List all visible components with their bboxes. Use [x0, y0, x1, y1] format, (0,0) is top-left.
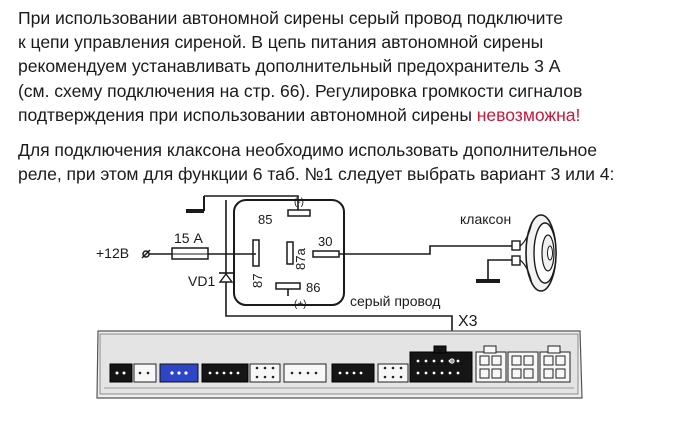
- relay-pin-30-label: 30: [318, 234, 332, 249]
- diode-vd1: [218, 272, 234, 283]
- text-line: подтверждения при использовании автономн…: [18, 103, 688, 127]
- relay-pin-87a: [286, 241, 294, 265]
- instruction-paragraph-siren: При использовании автономной сирены серы…: [18, 6, 688, 127]
- connector-slot: [109, 363, 133, 383]
- connector-x3-label: X3: [458, 313, 478, 330]
- power-label: +12В: [96, 245, 129, 261]
- text-line: Для подключения клаксона необходимо испо…: [18, 140, 598, 160]
- connector-cells: [479, 355, 566, 379]
- polarity-minus-label: (-): [294, 197, 304, 208]
- connector-slot: [133, 363, 157, 383]
- relay-pin-87: [252, 239, 260, 267]
- relay-pin-86-label: 86: [306, 280, 320, 295]
- diode-label: VD1: [188, 273, 215, 289]
- fuse-label: 15 А: [174, 230, 203, 246]
- connector-slot: [283, 363, 327, 383]
- connector-x3: [409, 351, 473, 383]
- text-line: рекомендуем устанавливать дополнительный…: [18, 56, 561, 77]
- horn-icon: [519, 214, 557, 292]
- relay-housing: [233, 199, 345, 306]
- wire-30-horn: [339, 245, 512, 255]
- polarity-plus-label: (+): [294, 299, 307, 310]
- horn-label: клаксон: [460, 211, 511, 227]
- horn-terminal: [511, 240, 521, 251]
- instruction-paragraph-horn: Для подключения клаксона необходимо испо…: [18, 138, 688, 186]
- ground-symbol-left: [186, 196, 205, 213]
- text-line: При использовании автономной сирены серы…: [18, 8, 563, 28]
- relay-pin-87a-label: 87a: [293, 248, 308, 270]
- wire-85-ground: [204, 195, 299, 212]
- relay-pin-85: [287, 209, 311, 217]
- connector-pins-dark: [138, 366, 403, 379]
- relay-pin-85-label: 85: [258, 212, 272, 227]
- relay-pin-87-label: 87: [250, 274, 265, 288]
- text-line: (см. схему подключения на стр. 66). Регу…: [18, 80, 583, 101]
- text-line-prefix: подтверждения при использовании автономн…: [18, 104, 477, 125]
- relay-pin-86: [275, 282, 301, 290]
- text-line: к цепи управления сиреной. В цепь питани…: [18, 32, 544, 53]
- relay-pin-30: [312, 250, 340, 258]
- gray-wire-label: серый провод: [350, 293, 440, 309]
- text-line: реле, при этом для функции 6 таб. №1 сле…: [18, 164, 615, 185]
- horn-terminal: [511, 255, 521, 266]
- warning-text: невозможна!: [476, 104, 581, 125]
